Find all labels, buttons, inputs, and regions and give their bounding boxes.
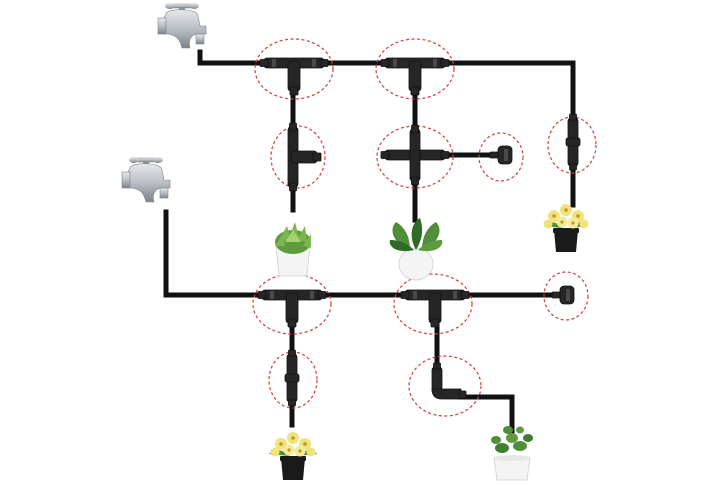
tube-elbow-run: [457, 394, 515, 435]
callout-tee-4: [393, 273, 473, 335]
callout-tee-3: [252, 273, 332, 335]
leafy-plant-pot-icon: [389, 218, 443, 281]
end-plug-icon: [551, 285, 575, 305]
succulent-pot-icon: [275, 222, 311, 277]
tee-connector-icon: [287, 122, 322, 192]
jade-plant-pot-icon: [491, 426, 533, 481]
callout-tee-1: [254, 38, 334, 100]
callout-cross-1: [376, 125, 454, 189]
flower-pot-icon: [269, 432, 317, 480]
fittings: [257, 57, 581, 407]
cross-connector-icon: [380, 124, 450, 186]
callout-elbow-1: [408, 355, 482, 417]
callout-end-plug-2: [543, 271, 589, 321]
callout-tee-2: [375, 38, 455, 100]
faucet-icon: [121, 157, 171, 203]
tee-connector-icon: [400, 289, 470, 328]
tee-connector-icon: [259, 57, 329, 96]
flower-pot-icon: [543, 204, 589, 252]
end-plug-icon: [489, 145, 513, 165]
tube-bottom-main: [163, 209, 558, 298]
straight-coupler-icon: [565, 113, 581, 171]
callout-tee-side-1: [270, 125, 326, 189]
elbow-connector-icon: [431, 362, 467, 400]
callout-circles: [252, 38, 597, 417]
tee-connector-icon: [257, 289, 327, 328]
straight-coupler-icon: [284, 349, 300, 407]
tubing: [163, 49, 576, 435]
tee-connector-icon: [380, 57, 450, 96]
faucet-icon: [157, 3, 207, 49]
callout-end-plug-1: [478, 132, 524, 182]
